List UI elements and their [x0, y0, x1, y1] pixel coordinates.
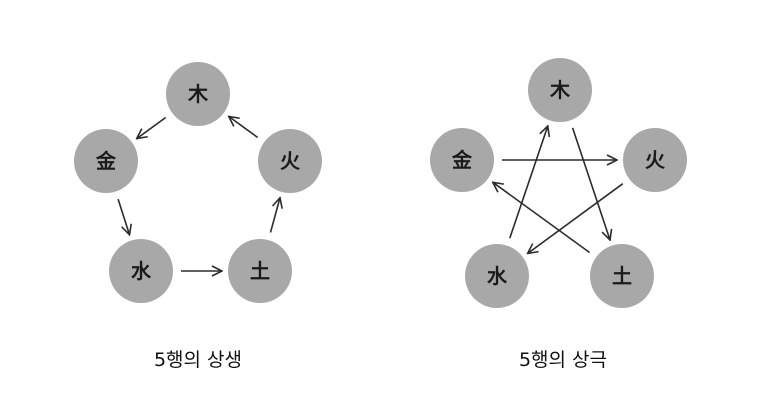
arrow-metal-to-water: [117, 198, 129, 235]
node-fire: 火: [623, 128, 687, 192]
node-metal-circle: [74, 129, 138, 193]
node-metal: 金: [74, 129, 138, 193]
node-metal-label: 金: [451, 148, 473, 172]
sangsaeng-diagram: 木火土 水 金: [74, 62, 322, 303]
sangsaeng-caption: 5행의 상생: [153, 349, 243, 371]
node-metal-label: 金: [95, 149, 117, 173]
node-wood-label: 木: [187, 82, 209, 106]
node-water: 水: [465, 244, 529, 308]
node-water: 水: [109, 239, 173, 303]
node-water-circle: [465, 244, 529, 308]
node-earth-label: 土: [250, 259, 270, 283]
arrow-earth-to-fire: [269, 198, 281, 233]
node-earth: 土: [228, 239, 292, 303]
node-fire-label: 火: [645, 148, 666, 172]
node-fire-circle: [623, 128, 687, 192]
arrow-fire-to-wood: [229, 116, 259, 139]
arrow-water-to-wood: [509, 126, 548, 239]
sanggeuk-caption: 5행의 상극: [518, 349, 608, 371]
node-water-label: 水: [131, 259, 152, 283]
node-wood-circle: [528, 58, 592, 122]
arrow-earth-to-metal: [493, 182, 591, 254]
node-wood: 木: [166, 62, 230, 126]
node-metal: 金: [430, 128, 494, 192]
arrow-fire-to-water: [528, 183, 624, 254]
node-earth: 土: [590, 244, 654, 308]
sanggeuk-diagram: 木火土 水 金: [430, 58, 687, 308]
node-fire: 火: [258, 129, 322, 193]
node-wood: 木: [528, 58, 592, 122]
node-water-circle: [109, 239, 173, 303]
node-earth-circle: [590, 244, 654, 308]
node-earth-circle: [228, 239, 292, 303]
node-earth-label: 土: [612, 264, 632, 288]
node-wood-label: 木: [549, 78, 571, 102]
node-fire-circle: [258, 129, 322, 193]
node-wood-circle: [166, 62, 230, 126]
node-water-label: 水: [487, 264, 508, 288]
node-metal-circle: [430, 128, 494, 192]
arrow-wood-to-metal: [137, 116, 167, 139]
node-fire-label: 火: [280, 149, 301, 173]
arrow-wood-to-earth: [571, 127, 610, 240]
